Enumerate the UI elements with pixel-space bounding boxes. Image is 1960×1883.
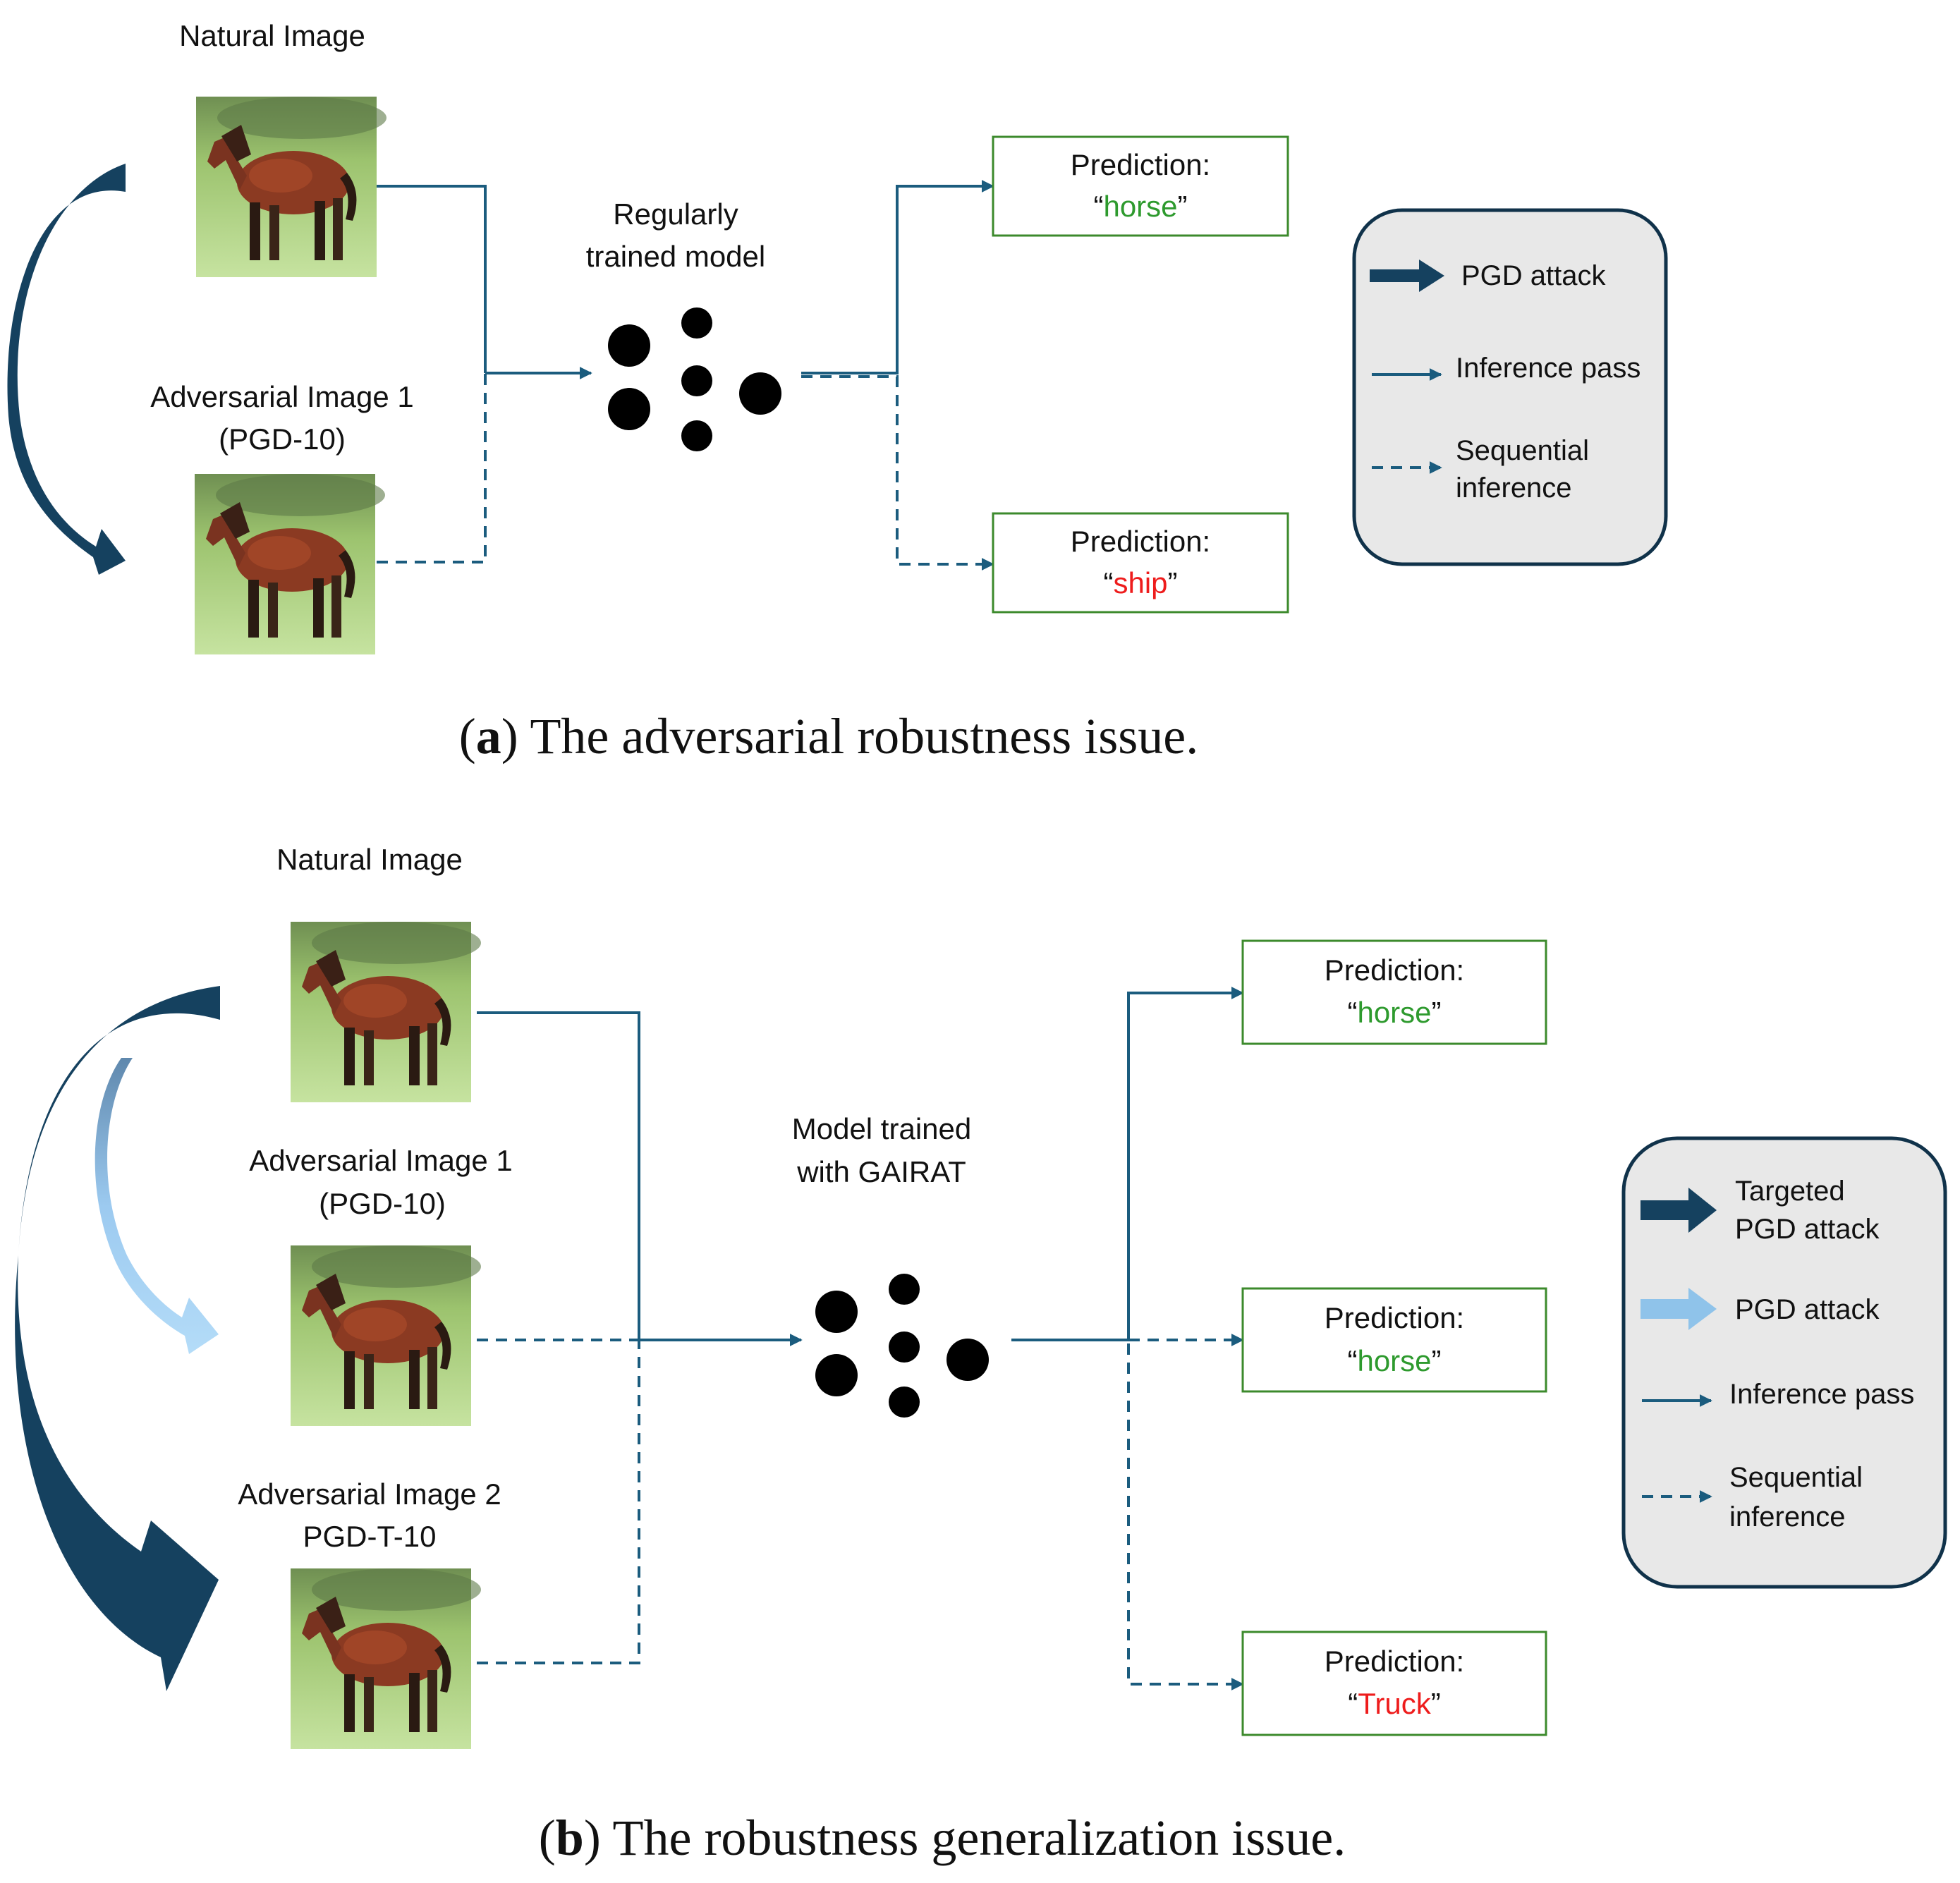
legend-b-box <box>1621 1136 1947 1589</box>
prediction-2-value: ship <box>1113 566 1167 599</box>
legend-b-targeted-pgd-attack-arrow <box>1641 1188 1717 1233</box>
b-inference-path-natural <box>477 1011 640 1340</box>
legend-b-sequential-sublabel: inference <box>1729 1501 1846 1532</box>
b-adversarial-image-2-horse-icon <box>291 1568 481 1749</box>
b-adversarial-image-1-label: Adversarial Image 1 <box>249 1144 513 1177</box>
natural-image-label: Natural Image <box>179 19 365 52</box>
prediction-2-value-text: “ship” <box>1103 566 1177 599</box>
legend-a-pgd-attack-arrow <box>1370 260 1444 292</box>
caption-a-letter: a <box>476 708 501 764</box>
b-prediction-1-value-text: “horse” <box>1347 996 1441 1029</box>
b-natural-image-horse-icon <box>291 922 481 1102</box>
adversarial-image-1-sublabel: (PGD-10) <box>219 422 346 456</box>
sequential-path-adv1 <box>377 373 487 563</box>
b-prediction-box-3 <box>1241 1631 1547 1736</box>
prediction-1-label: Prediction: <box>1071 148 1210 181</box>
sequential-path-to-pred2 <box>801 375 994 571</box>
adversarial-image-1-label: Adversarial Image 1 <box>150 380 414 413</box>
adversarial-image-1-horse-icon <box>195 474 385 654</box>
caption-b: (b) The robustness generalization issue. <box>539 1810 1346 1866</box>
b-prediction-box-1 <box>1241 939 1547 1045</box>
pgd-attack-arrow <box>7 164 126 575</box>
b-prediction-2-label: Prediction: <box>1325 1301 1464 1334</box>
panel-a: Natural Image Adversarial Image 1 (PGD-1… <box>7 19 1668 764</box>
inference-path-to-pred1 <box>801 180 994 374</box>
b-natural-image-label: Natural Image <box>276 843 463 876</box>
legend-b-targeted-label: Targeted <box>1735 1176 1845 1207</box>
prediction-box-1 <box>992 135 1289 237</box>
natural-image-horse-icon <box>196 97 386 277</box>
prediction-box-2 <box>992 512 1289 614</box>
caption-b-letter: b <box>556 1810 584 1866</box>
panel-b: Natural Image Adversarial Image 1 (PGD-1… <box>15 843 1947 1866</box>
legend-a-sequential-sublabel: inference <box>1456 473 1572 504</box>
legend-a-inference-label: Inference pass <box>1456 353 1641 384</box>
b-prediction-1-value: horse <box>1357 996 1431 1029</box>
b-neural-network-icon <box>815 1274 989 1418</box>
b-prediction-1-label: Prediction: <box>1325 953 1464 987</box>
legend-b-pgd-attack-label: PGD attack <box>1735 1294 1880 1325</box>
legend-b-sequential-label: Sequential <box>1729 1462 1863 1493</box>
b-inference-path-to-pred1 <box>1011 987 1244 1341</box>
inference-path-natural <box>377 185 487 373</box>
b-sequential-path-to-pred3 <box>1127 1343 1244 1690</box>
caption-b-text: The robustness generalization issue. <box>613 1810 1346 1866</box>
caption-a-text: The adversarial robustness issue. <box>530 708 1198 764</box>
prediction-2-label: Prediction: <box>1071 525 1210 558</box>
caption-a: (a) The adversarial robustness issue. <box>459 708 1198 764</box>
model-sublabel: trained model <box>586 240 765 273</box>
prediction-1-value: horse <box>1103 190 1177 223</box>
model-label: Regularly <box>613 197 738 231</box>
b-adversarial-image-1-horse-icon <box>291 1245 481 1426</box>
legend-b-targeted-sublabel: PGD attack <box>1735 1214 1880 1245</box>
b-pgd-attack-arrow <box>95 1058 219 1354</box>
b-prediction-3-value: Truck <box>1358 1687 1431 1720</box>
b-prediction-box-2 <box>1241 1287 1547 1393</box>
b-adversarial-image-2-label: Adversarial Image 2 <box>238 1477 501 1511</box>
legend-b: Targeted PGD attack PGD attack Inference… <box>1621 1136 1947 1589</box>
b-prediction-2-value-text: “horse” <box>1347 1344 1441 1377</box>
b-sequential-path-adv2 <box>477 1340 640 1664</box>
legend-b-pgd-attack-arrow <box>1641 1288 1717 1330</box>
neural-network-icon <box>608 307 781 451</box>
b-model-label: Model trained <box>792 1112 971 1145</box>
legend-a-pgd-attack-label: PGD attack <box>1461 260 1607 291</box>
b-prediction-3-label: Prediction: <box>1325 1645 1464 1678</box>
legend-a-box <box>1352 208 1668 566</box>
prediction-1-value-text: “horse” <box>1093 190 1187 223</box>
b-adversarial-image-1-sublabel: (PGD-10) <box>319 1187 446 1220</box>
legend-b-inference-label: Inference pass <box>1729 1379 1914 1410</box>
b-prediction-2-value: horse <box>1357 1344 1431 1377</box>
b-adversarial-image-2-sublabel: PGD-T-10 <box>303 1520 436 1553</box>
legend-a-sequential-label: Sequential <box>1456 435 1589 466</box>
b-targeted-pgd-attack-arrow <box>15 986 220 1691</box>
b-prediction-3-value-text: “Truck” <box>1348 1687 1440 1720</box>
legend-a: PGD attack Inference pass Sequential inf… <box>1352 208 1668 566</box>
b-model-sublabel: with GAIRAT <box>796 1155 966 1188</box>
